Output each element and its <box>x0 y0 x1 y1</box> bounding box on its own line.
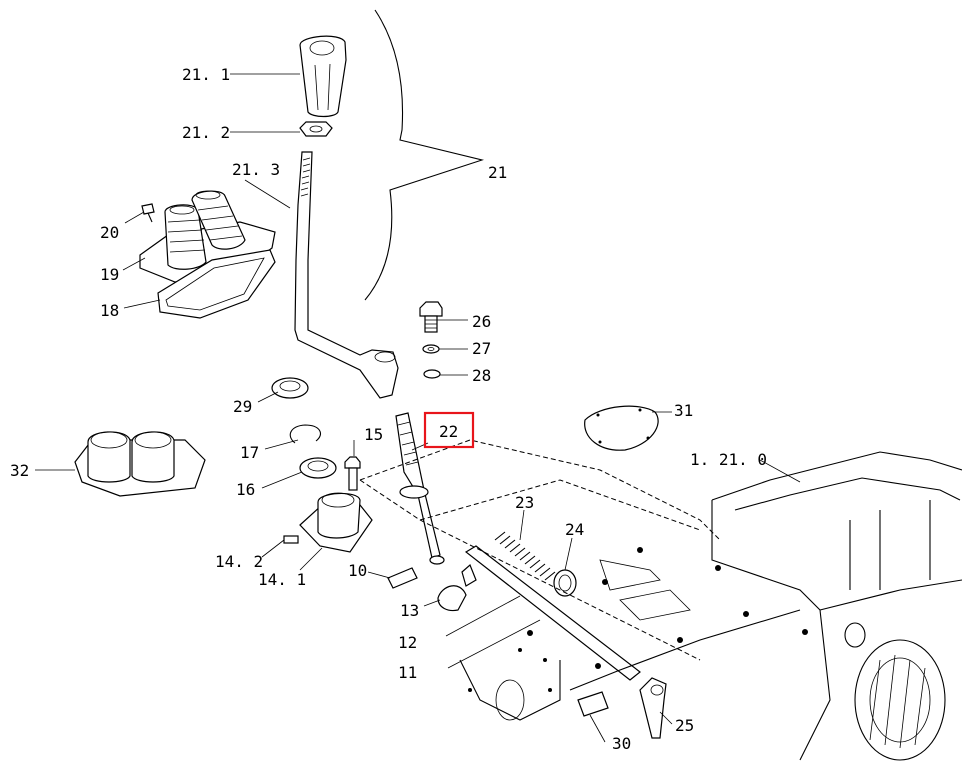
callout-21-3: 21. 3 <box>232 160 280 179</box>
part-13-shift-fork <box>437 563 477 612</box>
part-21-2-nut <box>299 121 333 137</box>
part-1-21-0-gearbox-housing <box>359 439 962 761</box>
part-28-ring <box>423 369 441 379</box>
callout-24: 24 <box>565 520 584 539</box>
part-15-bolt <box>344 456 361 491</box>
callout-29: 29 <box>233 397 252 416</box>
callout-22: 22 <box>439 422 458 441</box>
part-10-pin <box>387 567 418 589</box>
callout-14-1: 14. 1 <box>258 570 306 589</box>
callout-1-21-0: 1. 21. 0 <box>690 450 767 469</box>
callout-27: 27 <box>472 339 491 358</box>
callout-labels: 21. 1 21. 2 21. 3 21 20 19 18 26 27 28 2… <box>10 65 767 753</box>
callout-11: 11 <box>398 663 417 682</box>
callout-12: 12 <box>398 633 417 652</box>
callout-16: 16 <box>236 480 255 499</box>
highlight-box-22 <box>423 411 475 449</box>
callout-17: 17 <box>240 443 259 462</box>
part-26-bolt <box>419 301 443 333</box>
callout-13: 13 <box>400 601 419 620</box>
part-31-cover-plate <box>584 405 659 451</box>
callout-14-2: 14. 2 <box>215 552 263 571</box>
part-22-shift-shaft <box>395 412 445 565</box>
part-14-1-bracket <box>299 492 373 553</box>
callout-26: 26 <box>472 312 491 331</box>
leader-lines <box>35 73 801 743</box>
callout-21-2: 21. 2 <box>182 123 230 142</box>
part-27-washer <box>422 344 440 354</box>
callout-31: 31 <box>674 401 693 420</box>
part-17-circlip <box>289 424 321 444</box>
callout-19: 19 <box>100 265 119 284</box>
callout-18: 18 <box>100 301 119 320</box>
part-16-seal <box>299 457 337 479</box>
part-20-screw <box>141 203 155 223</box>
part-12-shift-rail <box>464 545 641 681</box>
part-21-1-knob <box>299 35 347 118</box>
part-25-fork-end <box>639 677 667 739</box>
part-21-bracket-outline <box>364 9 485 301</box>
part-23-spring <box>494 531 556 581</box>
part-32-housing <box>74 431 206 497</box>
callout-21-1: 21. 1 <box>182 65 230 84</box>
part-21-3-lever <box>294 151 399 399</box>
callout-28: 28 <box>472 366 491 385</box>
part-29-seal <box>271 377 309 399</box>
callout-30: 30 <box>612 734 631 753</box>
callout-20: 20 <box>100 223 119 242</box>
callout-15: 15 <box>364 425 383 444</box>
part-14-2-pin <box>283 535 299 544</box>
callout-32: 32 <box>10 461 29 480</box>
callout-23: 23 <box>515 493 534 512</box>
callout-10: 10 <box>348 561 367 580</box>
callout-25: 25 <box>675 716 694 735</box>
callout-21: 21 <box>488 163 507 182</box>
part-30-pin <box>577 691 609 717</box>
part-18-gasket <box>157 249 276 319</box>
